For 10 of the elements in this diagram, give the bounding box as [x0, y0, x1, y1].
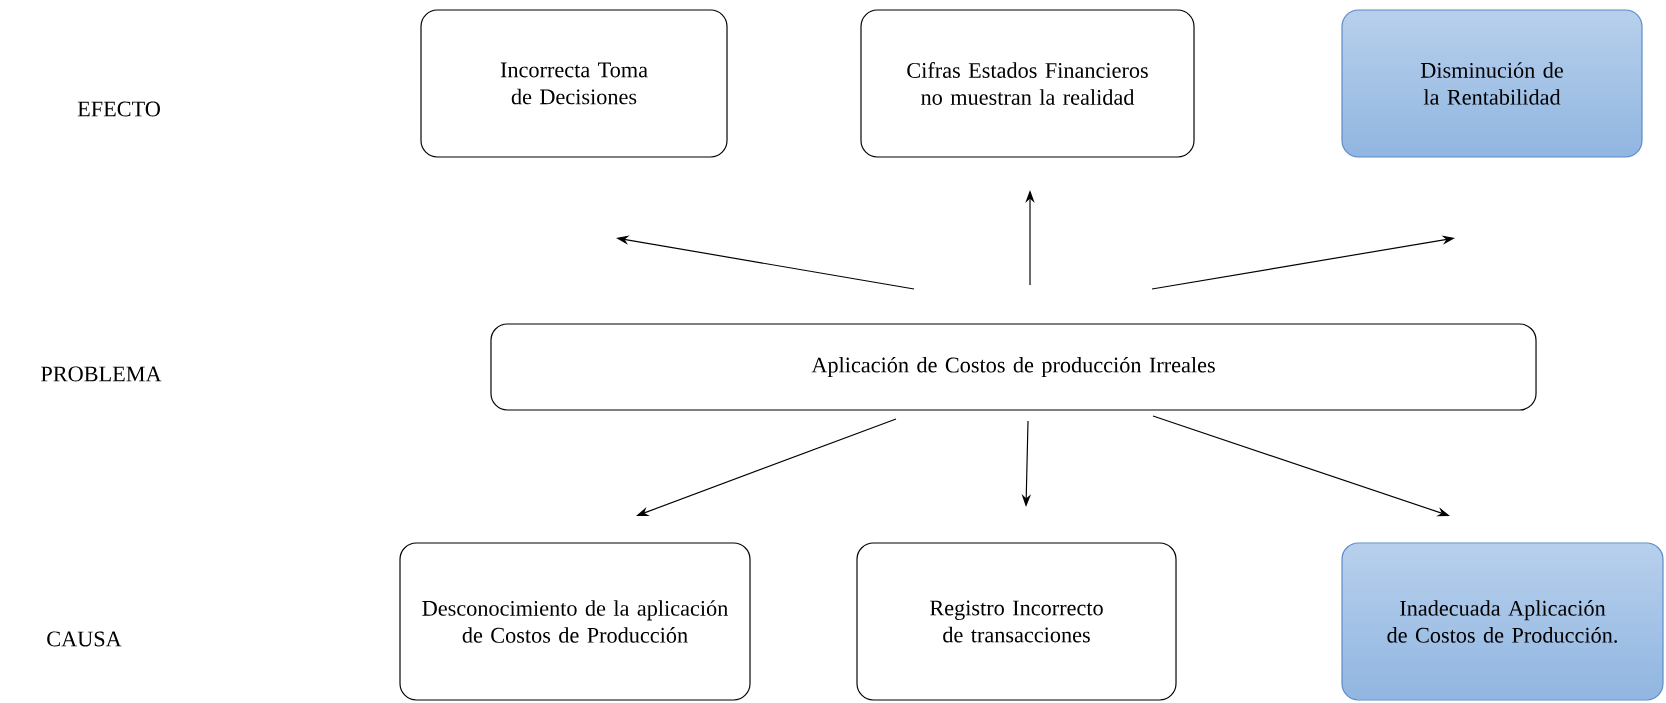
process-box: Disminución de la Rentabilidad: [1341, 9, 1643, 158]
process-box: Registro Incorrecto de transacciones: [856, 542, 1177, 701]
process-box: Incorrecta Toma de Decisiones: [420, 9, 728, 158]
process-box: Inadecuada Aplicación de Costos de Producción.: [1341, 542, 1664, 701]
row-label: EFECTO: [77, 101, 160, 117]
process-box: Cifras Estados Financieros no muestran la realidad: [860, 9, 1195, 158]
problem-box: Aplicación de Costos de producción Irreales: [490, 323, 1537, 411]
row-label: PROBLEMA: [41, 366, 162, 382]
process-box: Desconocimiento de la aplicación de Costos de Producción: [399, 542, 751, 701]
row-label: CAUSA: [47, 631, 122, 647]
